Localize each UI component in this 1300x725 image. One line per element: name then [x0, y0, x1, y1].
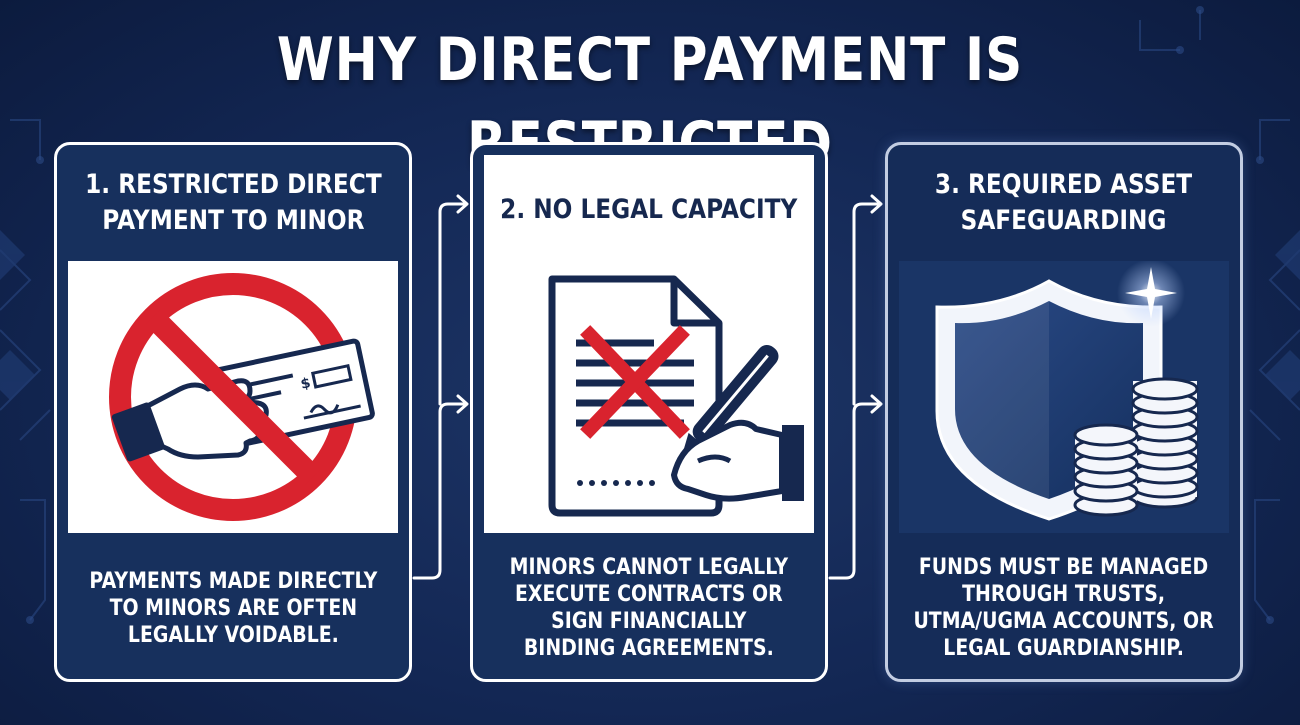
step-2-body-line-2: EXECUTE CONTRACTS OR	[515, 582, 783, 607]
arrow-1-to-2-lower	[412, 402, 468, 580]
step-1-heading: 1. RESTRICTED DIRECT PAYMENT TO MINOR	[57, 145, 409, 261]
step-card-1: 1. RESTRICTED DIRECT PAYMENT TO MINOR $	[54, 142, 412, 682]
step-1-heading-line-1: 1. RESTRICTED DIRECT	[84, 169, 382, 200]
step-2-body-line-3: SIGN FINANCIALLY	[551, 609, 747, 634]
step-3-body-line-2: THROUGH TRUSTS,	[962, 582, 1166, 607]
step-3-description: FUNDS MUST BE MANAGED THROUGH TRUSTS, UT…	[888, 543, 1240, 673]
step-1-heading-line-2: PAYMENT TO MINOR	[101, 205, 365, 236]
step-3-body-line-1: FUNDS MUST BE MANAGED	[919, 555, 1209, 580]
step-2-description: MINORS CANNOT LEGALLY EXECUTE CONTRACTS …	[473, 543, 825, 673]
step-2-heading: 2. NO LEGAL CAPACITY	[484, 155, 814, 265]
prohibited-check-payment-icon: $	[109, 273, 375, 521]
arrow-1-to-2-upper	[438, 202, 468, 406]
step-3-body-line-3: UTMA/UGMA ACCOUNTS, OR	[913, 609, 1215, 634]
crossed-out-contract-icon	[548, 275, 804, 517]
step-card-3: 3. REQUIRED ASSET SAFEGUARDING	[885, 142, 1243, 682]
step-3-heading: 3. REQUIRED ASSET SAFEGUARDING	[888, 145, 1240, 261]
step-2-body-line-4: BINDING AGREEMENTS.	[524, 636, 774, 661]
arrow-2-to-3-lower	[828, 402, 882, 580]
step-card-2: 2. NO LEGAL CAPACITY	[470, 142, 828, 682]
step-2-heading-line-1: 2. NO LEGAL CAPACITY	[500, 194, 798, 225]
shield-with-coins-icon	[935, 261, 1199, 521]
step-1-body-line-3: LEGALLY VOIDABLE.	[127, 622, 339, 648]
arrow-2-to-3-upper	[852, 202, 882, 406]
step-2-body-line-1: MINORS CANNOT LEGALLY	[509, 555, 789, 580]
step-3-heading-line-1: 3. REQUIRED ASSET	[935, 169, 1193, 200]
step-3-illustration-panel	[899, 261, 1229, 533]
step-1-illustration-panel: $	[68, 261, 398, 533]
check-dollar-sign: $	[299, 375, 312, 393]
step-2-illustration-panel	[484, 265, 814, 533]
step-1-body-line-2: TO MINORS ARE OFTEN	[109, 595, 357, 621]
step-3-body-line-4: LEGAL GUARDIANSHIP.	[943, 636, 1185, 661]
step-1-body-line-1: PAYMENTS MADE DIRECTLY	[89, 568, 377, 594]
step-3-heading-line-2: SAFEGUARDING	[961, 205, 1167, 236]
step-1-description: PAYMENTS MADE DIRECTLY TO MINORS ARE OFT…	[57, 543, 409, 673]
